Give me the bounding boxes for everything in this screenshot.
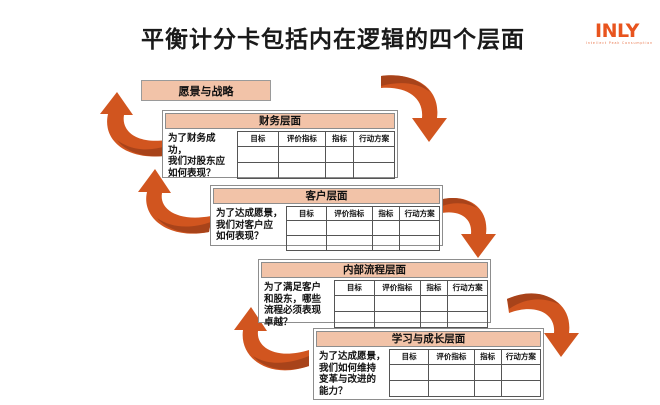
table-cell [473, 379, 502, 398]
column-header: 行动方案 [353, 131, 395, 147]
table-cell [500, 379, 542, 398]
vision-and-strategy-label: 愿景与战略 [178, 84, 234, 98]
column-header: 目标 [334, 280, 375, 296]
panel-learning-growth: 学习与成长层面 为了达成愿景， 我们如何维持 变革与改进的 能力？ 目标 评价指… [313, 328, 544, 400]
table-cell [399, 220, 440, 236]
table-cell [399, 235, 440, 251]
table-cell [419, 310, 449, 329]
table-cell [388, 363, 430, 381]
table-cell [500, 363, 542, 381]
table-row [286, 235, 440, 251]
table-row: 目标 评价指标 指标 行动方案 [388, 349, 542, 365]
column-header: 评价指标 [428, 349, 475, 365]
table-row [388, 379, 542, 398]
table-cell [388, 379, 430, 398]
table-cell [447, 294, 488, 312]
column-header: 指标 [473, 349, 502, 365]
arrow-up-left-2 [133, 166, 219, 242]
table-cell [353, 161, 395, 180]
table-cell [353, 145, 395, 163]
panel-financial: 财务层面 为了财务成功， 我们对股东应 如何表现？ 目标 评价指标 指标 行动方… [162, 110, 398, 180]
table-cell [277, 145, 326, 163]
table-cell [277, 161, 326, 180]
panel-customer-table: 目标 评价指标 指标 行动方案 [286, 206, 440, 251]
table-row: 目标 评价指标 指标 行动方案 [237, 131, 395, 147]
table-row [286, 220, 440, 236]
column-header: 行动方案 [399, 206, 440, 221]
table-cell [286, 235, 327, 251]
table-cell [334, 294, 375, 312]
column-header: 行动方案 [500, 349, 542, 365]
table-cell [237, 161, 279, 180]
table-row [237, 145, 395, 163]
table-cell [334, 310, 375, 329]
table-cell [373, 310, 421, 329]
panel-internal-process-question: 为了满足客户 和股东，哪些 流程必须表现 卓越？ [264, 282, 322, 328]
panel-internal-process: 内部流程层面 为了满足客户 和股东，哪些 流程必须表现 卓越？ 目标 评价指标 … [258, 259, 491, 329]
arrow-down-right-1 [375, 70, 455, 150]
column-header: 目标 [237, 131, 279, 147]
table-cell [325, 220, 373, 236]
table-cell [371, 220, 401, 236]
column-header: 目标 [388, 349, 430, 365]
panel-customer-question: 为了达成愿景， 我们对客户应 如何表现？ [216, 208, 283, 242]
logo-tagline: Intellect Peak Consumption [586, 41, 654, 45]
panel-internal-process-title: 内部流程层面 [261, 262, 488, 278]
column-header: 指标 [324, 131, 355, 147]
table-row [334, 294, 488, 312]
column-header: 评价指标 [373, 280, 421, 296]
table-cell [237, 145, 279, 163]
table-cell [428, 379, 475, 398]
table-cell [419, 294, 449, 312]
table-cell [428, 363, 475, 381]
panel-financial-question: 为了财务成功， 我们对股东应 如何表现？ [168, 133, 226, 179]
table-cell [324, 161, 355, 180]
panel-customer: 客户层面 为了达成愿景， 我们对客户应 如何表现？ 目标 评价指标 指标 行动方… [210, 185, 443, 251]
panel-learning-growth-question: 为了达成愿景， 我们如何维持 变革与改进的 能力？ [319, 351, 386, 397]
panel-financial-table: 目标 评价指标 指标 行动方案 [237, 131, 395, 180]
page-title: 平衡计分卡包括内在逻辑的四个层面 [141, 27, 525, 53]
table-cell [473, 363, 502, 381]
panel-internal-process-table: 目标 评价指标 指标 行动方案 [334, 280, 488, 329]
logo-wordmark: INLY [595, 20, 639, 42]
panel-learning-growth-table: 目标 评价指标 指标 行动方案 [388, 349, 542, 398]
panel-learning-growth-title: 学习与成长层面 [316, 331, 541, 347]
table-cell [286, 220, 327, 236]
table-cell [324, 145, 355, 163]
table-row: 目标 评价指标 指标 行动方案 [334, 280, 488, 296]
panel-financial-title: 财务层面 [165, 113, 395, 129]
panel-customer-title: 客户层面 [213, 188, 440, 204]
table-row: 目标 评价指标 指标 行动方案 [286, 206, 440, 221]
column-header: 评价指标 [325, 206, 373, 221]
arrow-up-left-1 [96, 84, 176, 162]
column-header: 指标 [371, 206, 401, 221]
inly-logo: INLY Intellect Peak Consumption [586, 20, 654, 50]
column-header: 目标 [286, 206, 327, 221]
table-row [334, 310, 488, 329]
column-header: 评价指标 [277, 131, 326, 147]
column-header: 指标 [419, 280, 449, 296]
table-cell [447, 310, 488, 329]
table-row [237, 161, 395, 180]
arrow-down-right-3 [503, 283, 585, 365]
table-cell [373, 294, 421, 312]
table-cell [371, 235, 401, 251]
column-header: 行动方案 [447, 280, 488, 296]
arrow-up-left-3 [229, 304, 315, 384]
vision-and-strategy-box: 愿景与战略 [141, 80, 271, 101]
table-row [388, 363, 542, 381]
table-cell [325, 235, 373, 251]
